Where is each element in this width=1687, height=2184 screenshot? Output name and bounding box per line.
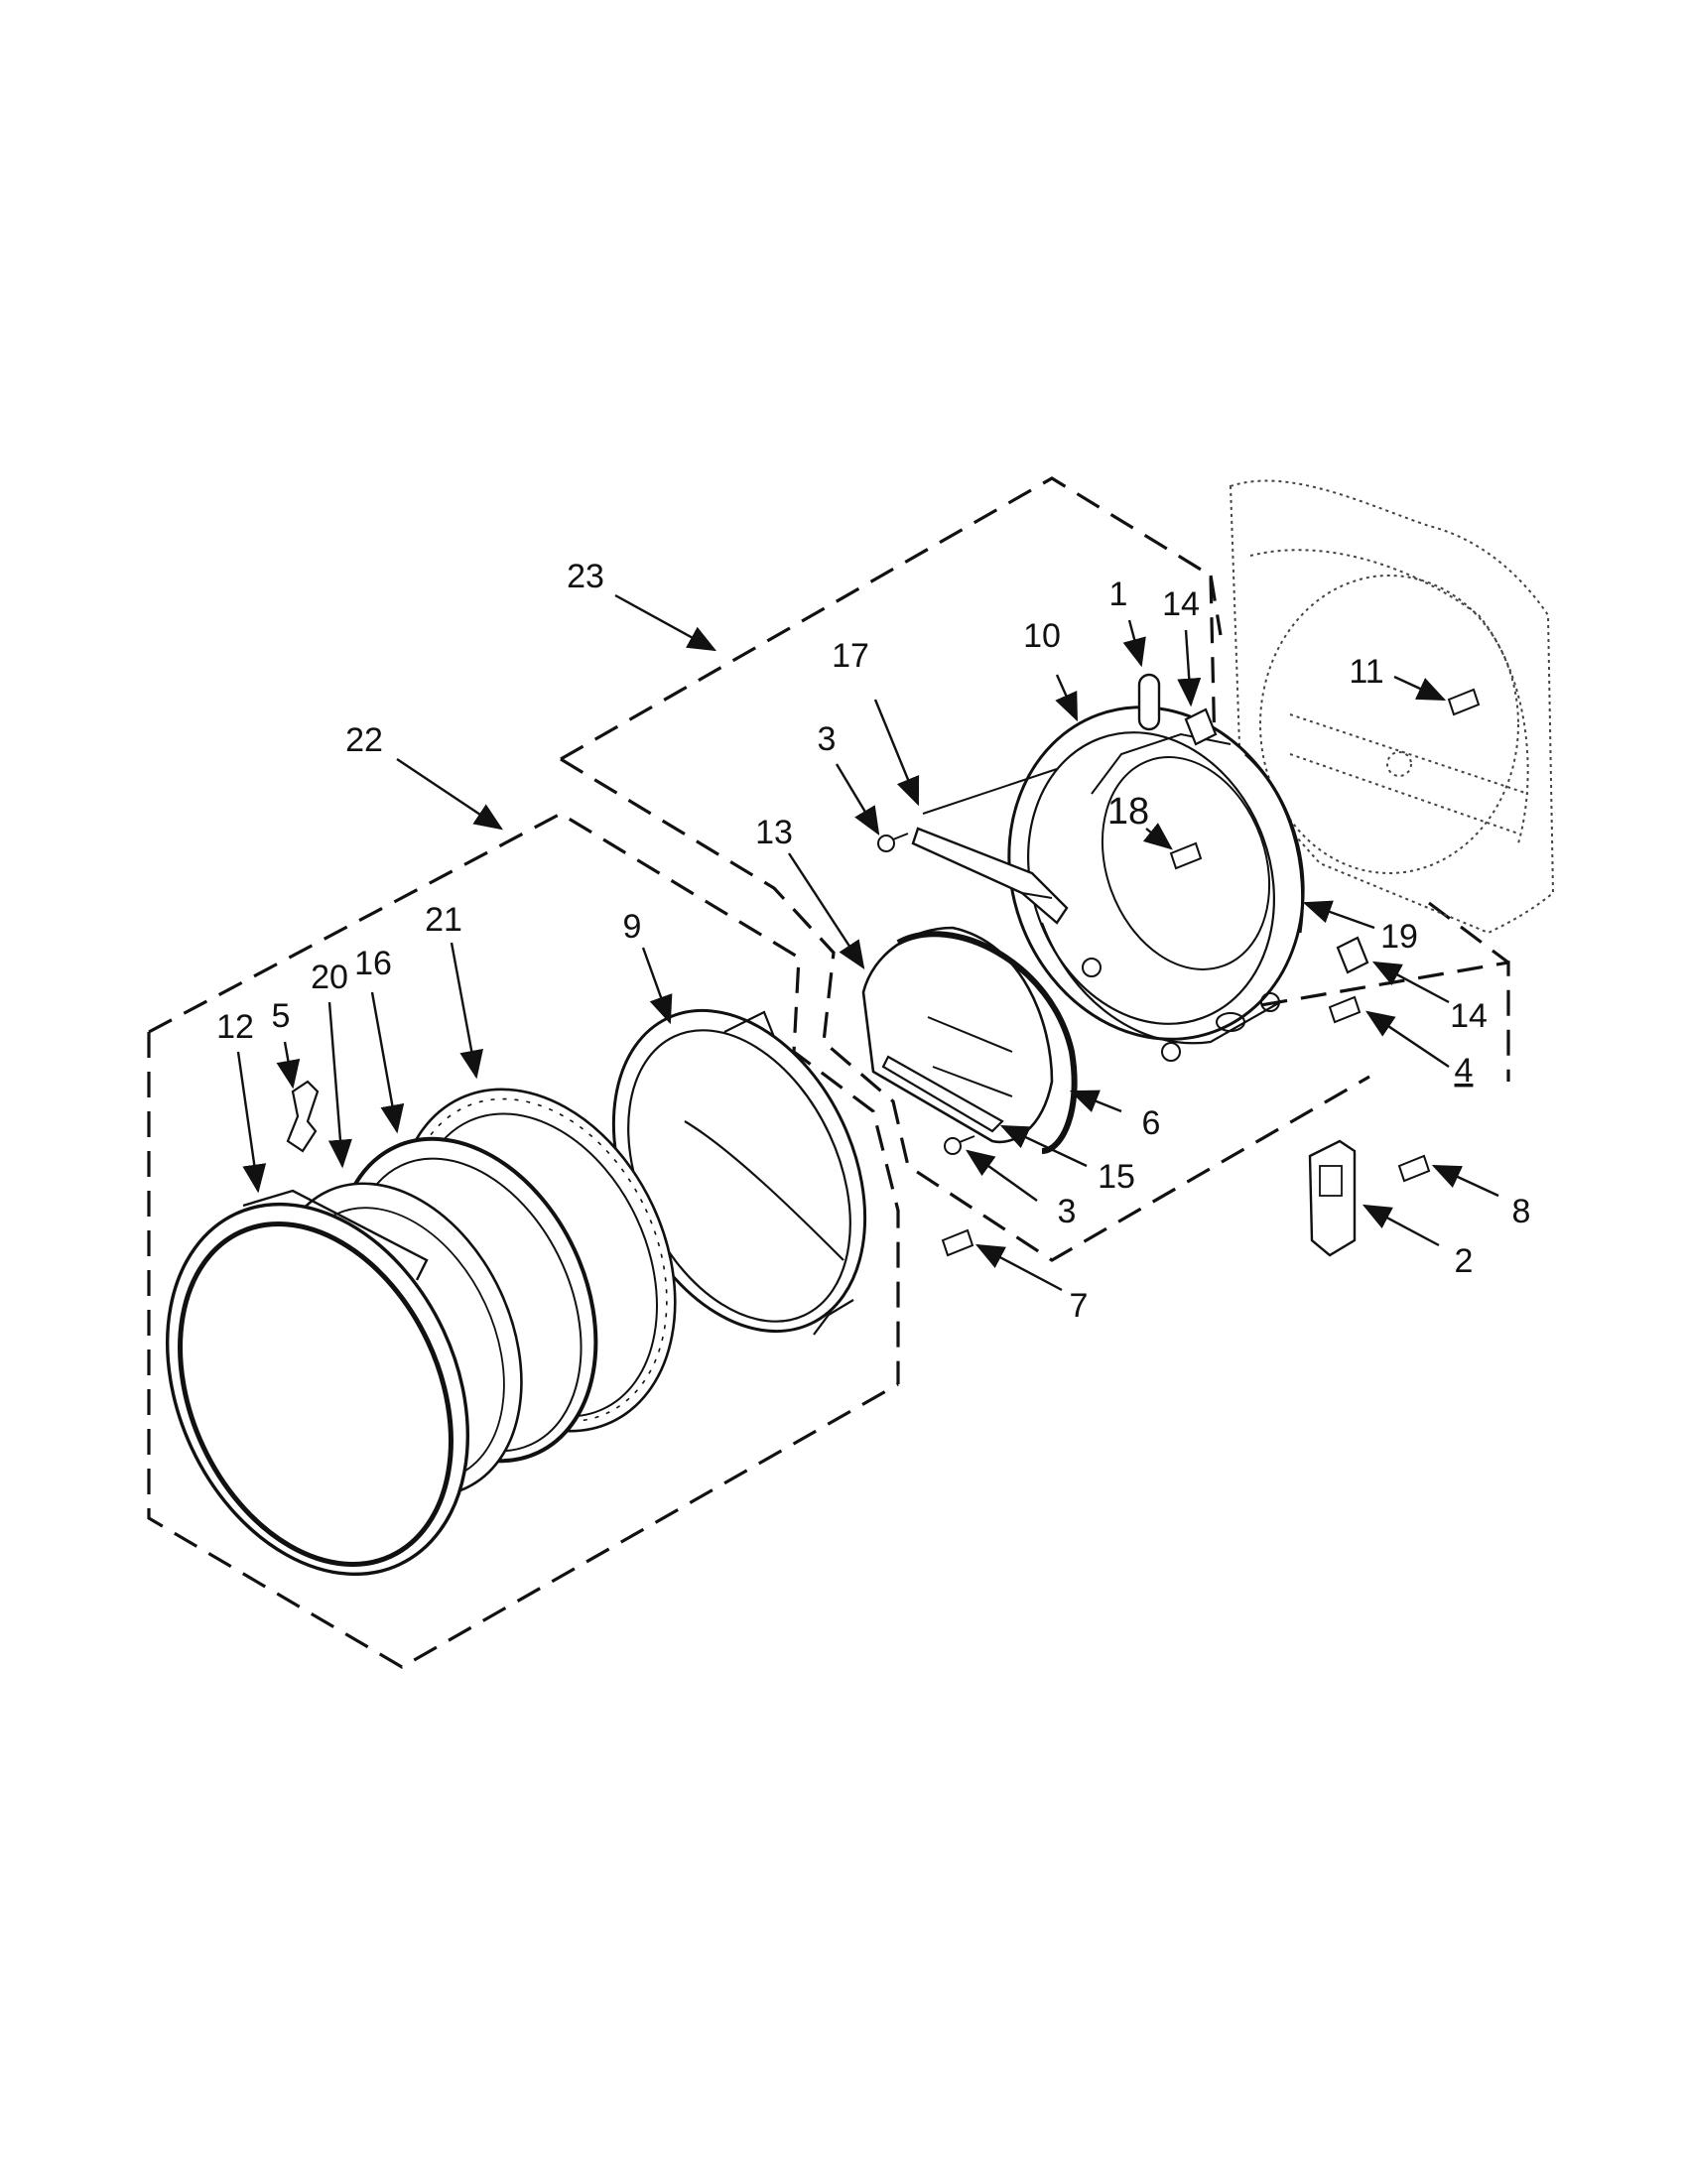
- screw-part-3-lower: [944, 1135, 975, 1155]
- callout-16: 16: [354, 945, 392, 982]
- callout-3-lower: 3: [1058, 1193, 1077, 1230]
- callout-15: 15: [1098, 1158, 1135, 1196]
- callout-9: 9: [623, 908, 642, 946]
- callout-2: 2: [1455, 1242, 1474, 1280]
- bulkhead-part-10: [1007, 706, 1305, 1062]
- callout-19: 19: [1380, 918, 1418, 956]
- rim-part-19: [1244, 752, 1304, 934]
- callout-23: 23: [567, 558, 604, 595]
- callout-12: 12: [216, 1008, 254, 1046]
- callout-18: 18: [1107, 791, 1149, 833]
- screw-part-7: [941, 1228, 974, 1257]
- leader-lines: [236, 593, 1499, 1292]
- callout-11: 11: [1349, 653, 1383, 691]
- cabinet-front: [1229, 479, 1555, 935]
- screw-part-4: [1328, 995, 1362, 1024]
- callout-7: 7: [1070, 1287, 1089, 1325]
- callout-10: 10: [1023, 617, 1061, 655]
- callout-1: 1: [1109, 576, 1128, 613]
- strap-part-17: [911, 768, 1069, 925]
- callout-4: 4: [1455, 1052, 1474, 1090]
- strike-part-2: [1308, 1139, 1357, 1257]
- door-part-12: [166, 1189, 469, 1577]
- screw-part-18: [1169, 841, 1203, 870]
- clip-part-14-lower: [1336, 936, 1369, 974]
- screw-part-3-upper: [877, 833, 909, 852]
- callout-3-upper: 3: [818, 720, 837, 758]
- oval-part-1: [1137, 673, 1161, 731]
- callout-20: 20: [311, 959, 348, 996]
- clip-part-14-upper: [1184, 707, 1218, 746]
- callout-14-upper: 14: [1162, 585, 1200, 623]
- callout-21: 21: [425, 901, 462, 939]
- callout-8: 8: [1512, 1193, 1531, 1230]
- window-part-13: [861, 926, 1078, 1154]
- screw-part-8: [1397, 1154, 1431, 1183]
- callout-14-lower: 14: [1450, 997, 1488, 1035]
- callout-5: 5: [272, 997, 291, 1035]
- screw-part-11: [1447, 688, 1481, 716]
- callout-13: 13: [755, 814, 793, 851]
- clip-part-5: [286, 1080, 320, 1153]
- callout-6: 6: [1142, 1104, 1161, 1142]
- strip-part-15: [881, 1055, 1004, 1133]
- callout-17: 17: [832, 637, 869, 675]
- callout-22: 22: [345, 721, 383, 759]
- callout-labels: 23 22 17 10 1 14 11 3 13 18 19 14 4 9 21…: [216, 558, 1530, 1325]
